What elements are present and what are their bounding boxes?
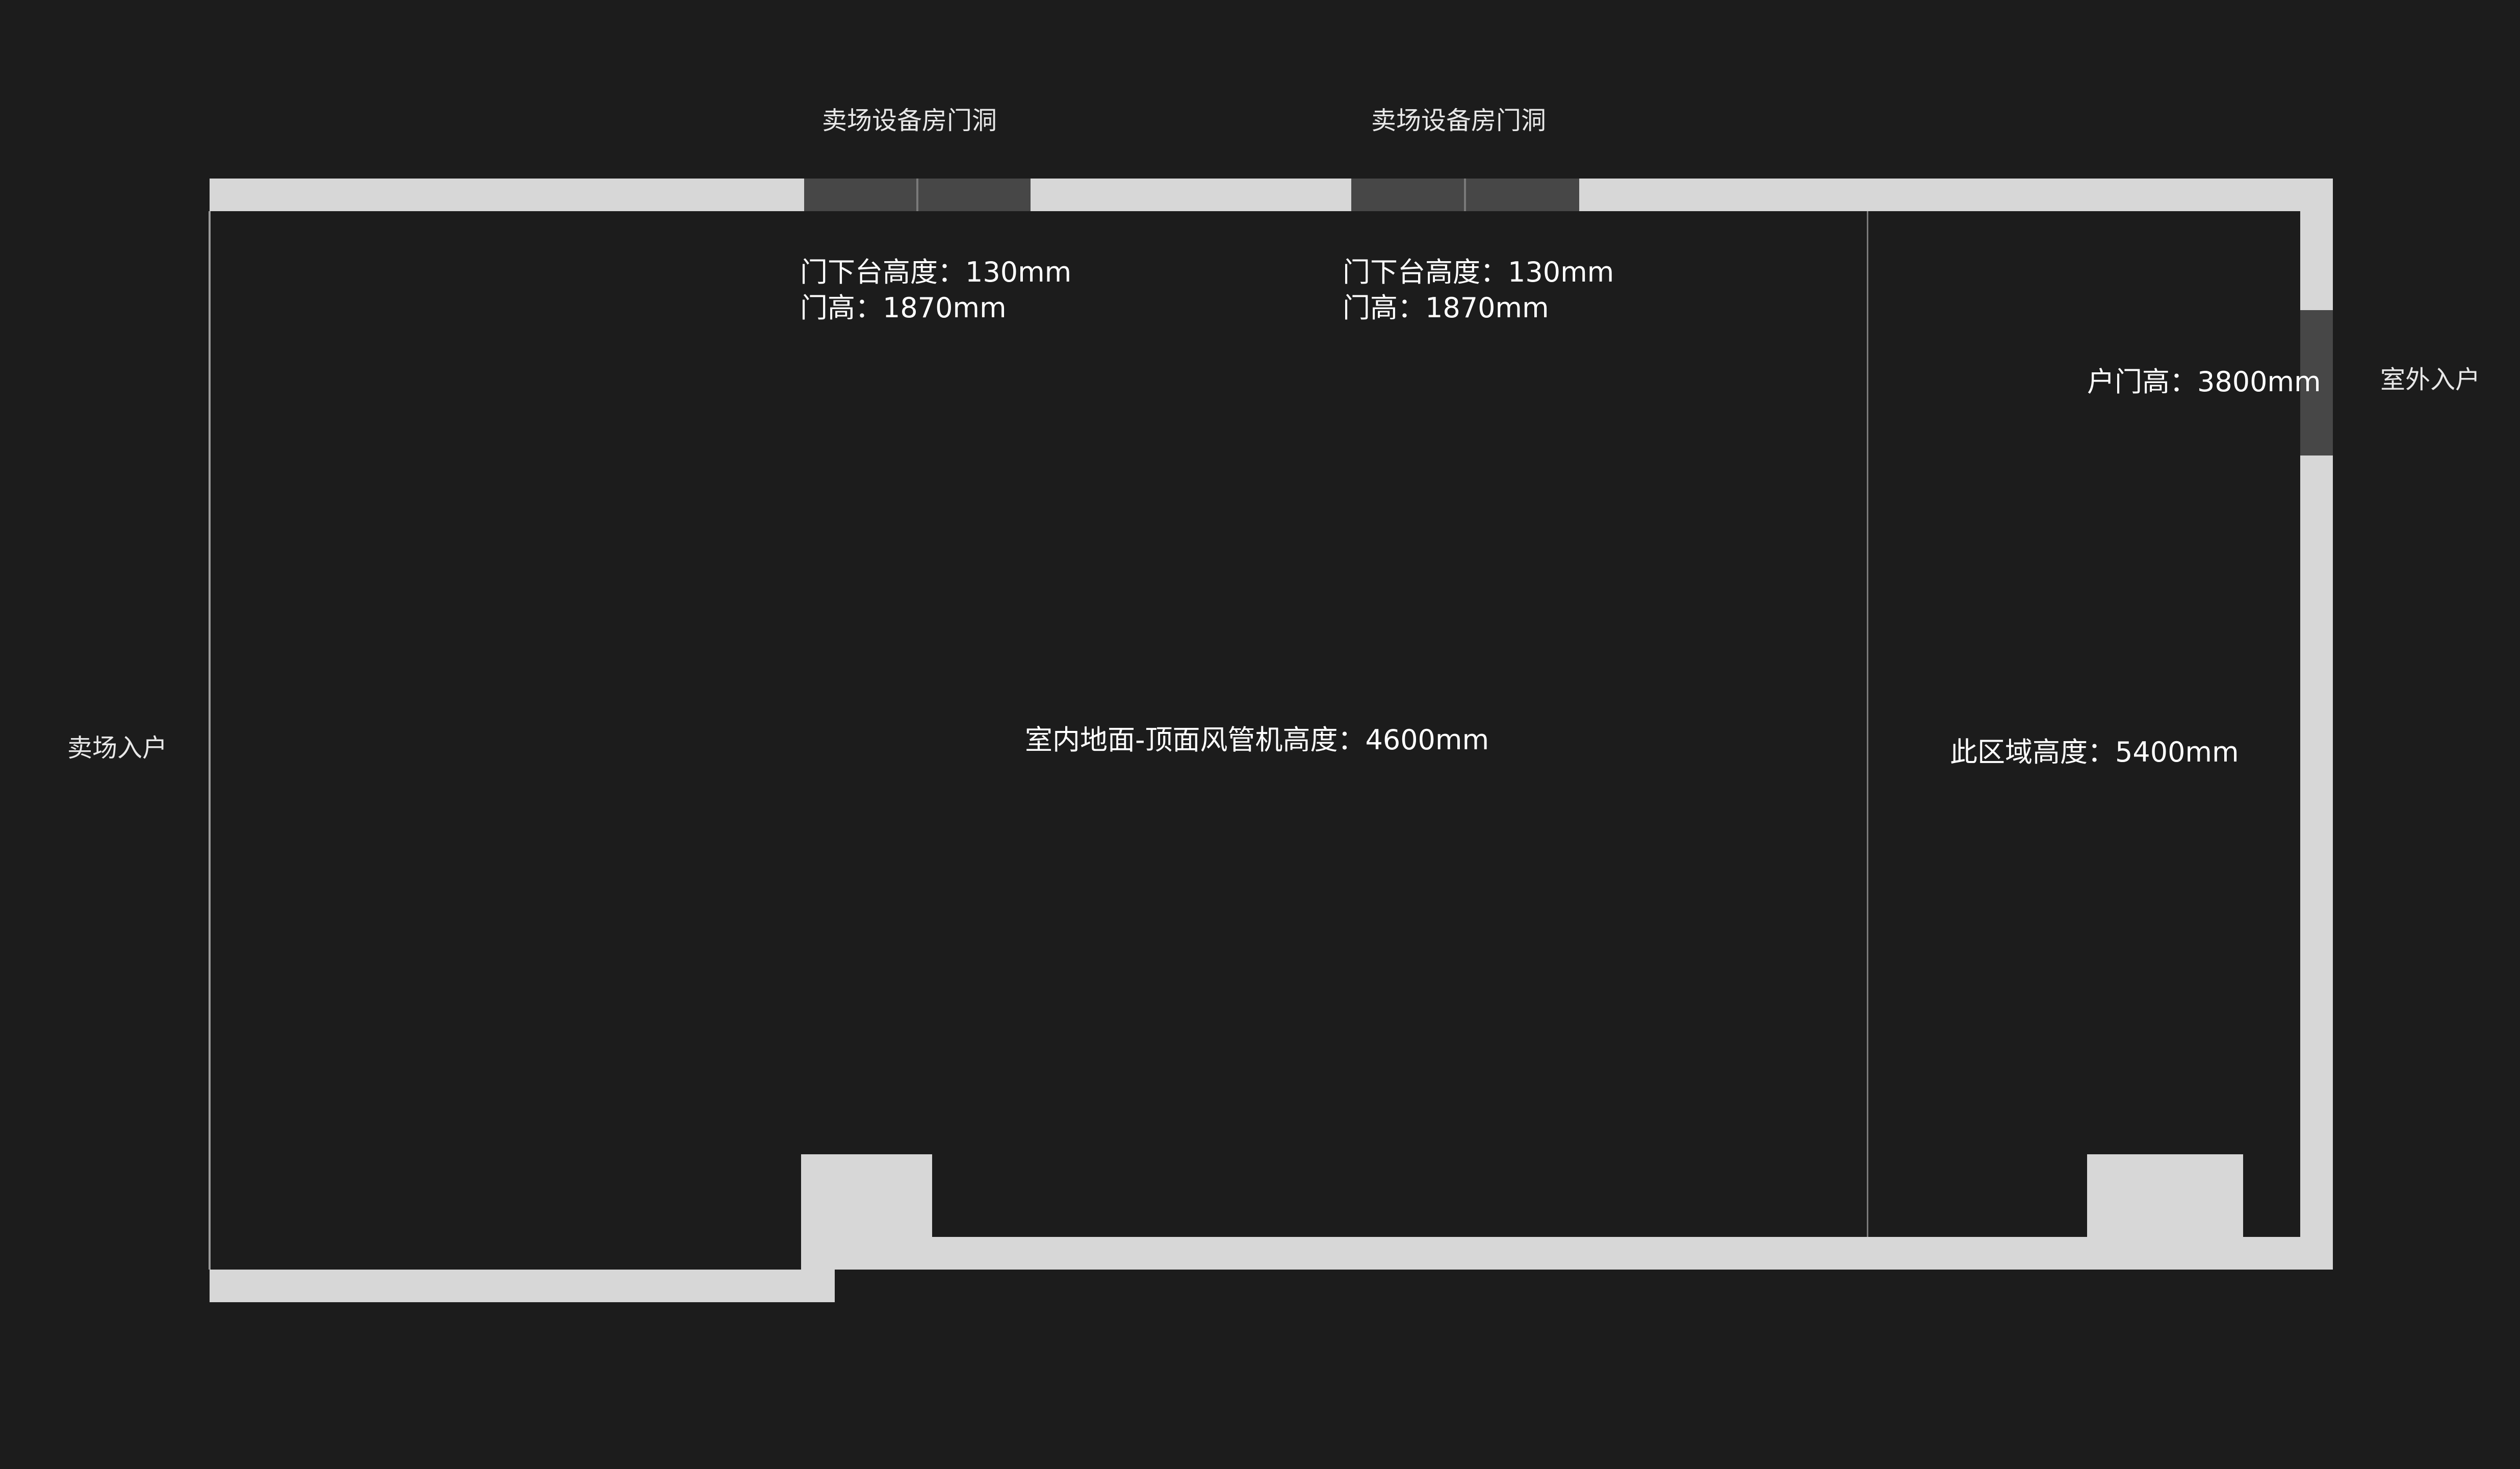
door-sill-height-label-left: 门下台高度：130mm (800, 256, 1072, 288)
side-area-height-label: 此区域高度：5400mm (1950, 736, 2239, 768)
right-wall-upper (2300, 179, 2333, 310)
main-room-height-label: 室内地面-顶面风管机高度：4600mm (1025, 724, 1489, 756)
equipment-room-opening-label-right: 卖场设备房门洞 (1371, 106, 1547, 135)
store-entry-label: 卖场入户 (67, 733, 168, 763)
outdoor-entry-label: 室外入户 (2380, 365, 2481, 394)
equipment-room-door-right-leaf-2 (1466, 179, 1579, 211)
door-sill-height-label-right: 门下台高度：130mm (1343, 256, 1614, 288)
door-height-label-right: 门高：1870mm (1343, 292, 1549, 324)
exterior-entry-door (2300, 310, 2333, 455)
right-wall-lower (2300, 455, 2333, 1270)
column-bottom-right (2087, 1154, 2243, 1237)
equipment-room-door-left-leaf-1 (804, 179, 916, 211)
bottom-wall-left (210, 1270, 835, 1302)
equipment-room-door-right-leaf-1 (1351, 179, 1464, 211)
entry-door-height-label: 户门高：3800mm (2087, 366, 2321, 398)
equipment-room-opening-label-left: 卖场设备房门洞 (822, 106, 997, 135)
equipment-room-door-right-split (1464, 179, 1466, 211)
top-wall-right (1579, 179, 2333, 211)
left-wall-line (209, 211, 211, 1270)
bottom-wall-right (801, 1237, 2333, 1270)
top-wall-middle (1031, 179, 1351, 211)
top-wall-left (210, 179, 804, 211)
equipment-room-door-left-leaf-2 (918, 179, 1031, 211)
door-height-label-left: 门高：1870mm (800, 292, 1007, 324)
equipment-room-door-left-split (916, 179, 918, 211)
area-partition-line (1867, 211, 1868, 1237)
